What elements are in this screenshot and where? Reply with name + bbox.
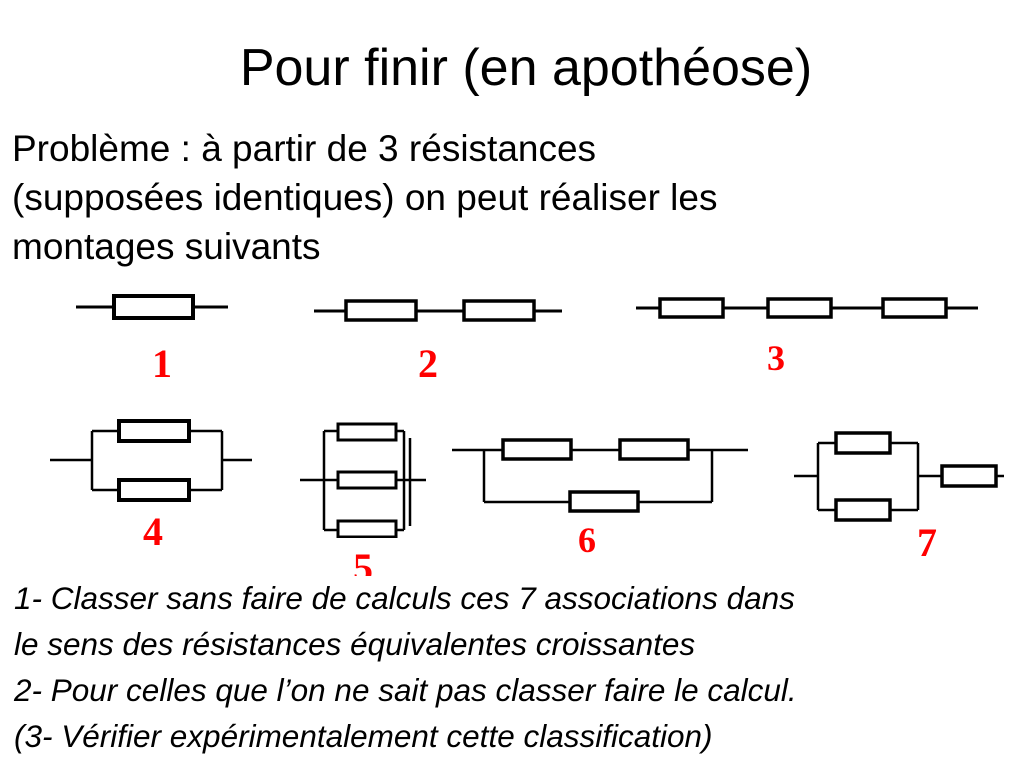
circuit-6: 6 [448,420,778,560]
resistor-1 [658,297,725,319]
problem-line: montages suivants [12,226,321,267]
resistor-3 [336,519,398,538]
resistor-1 [834,431,892,455]
resistor-3 [881,297,948,319]
circuit-label-5: 5 [353,545,373,577]
circuit-3-schematic [636,297,978,319]
circuit-4: 4 [46,404,272,554]
problem-line: (supposées identiques) on peut réaliser … [12,177,718,218]
question-line: 2- Pour celles que l’on ne sait pas clas… [14,672,797,708]
question-line: le sens des résistances équivalentes cro… [14,626,696,662]
circuit-7-schematic [794,431,1004,522]
resistor-1 [501,438,573,461]
resistor-3 [940,464,998,488]
resistor-2 [766,297,833,319]
circuit-6-schematic [452,438,748,513]
circuit-5: 5 [288,408,448,576]
problem-line: Problème : à partir de 3 résistances [12,128,597,169]
resistor-1 [344,299,418,322]
circuit-2: 2 [300,280,582,392]
questions: 1- Classer sans faire de calculs ces 7 a… [14,575,1014,759]
resistor-2 [834,498,892,522]
circuit-label-4: 4 [143,509,163,554]
resistor-2 [117,478,191,502]
resistor-1 [112,294,195,320]
circuit-5-schematic [300,422,426,538]
circuit-label-1: 1 [152,341,172,386]
resistor-3 [568,490,640,513]
question-line: 1- Classer sans faire de calculs ces 7 a… [14,580,795,616]
slide-title: Pour finir (en apothéose) [239,39,813,97]
circuit-2-schematic [314,299,562,322]
circuit-1: 1 [62,280,257,392]
circuit-4-schematic [50,419,252,502]
circuit-1-schematic [76,294,228,320]
resistor-2 [462,299,536,322]
resistor-1 [336,422,398,442]
circuit-label-2: 2 [418,341,438,386]
resistor-2 [618,438,690,461]
circuit-3: 3 [622,280,1000,392]
question-line: (3- Vérifier expérimentalement cette cla… [14,718,713,754]
problem-statement: Problème : à partir de 3 résistances (su… [12,124,1012,270]
circuit-label-7: 7 [917,520,937,565]
circuit-7: 7 [790,420,1010,565]
resistor-2 [336,470,398,490]
circuit-label-6: 6 [578,520,596,560]
resistor-1 [117,419,191,443]
circuit-label-3: 3 [767,338,785,378]
